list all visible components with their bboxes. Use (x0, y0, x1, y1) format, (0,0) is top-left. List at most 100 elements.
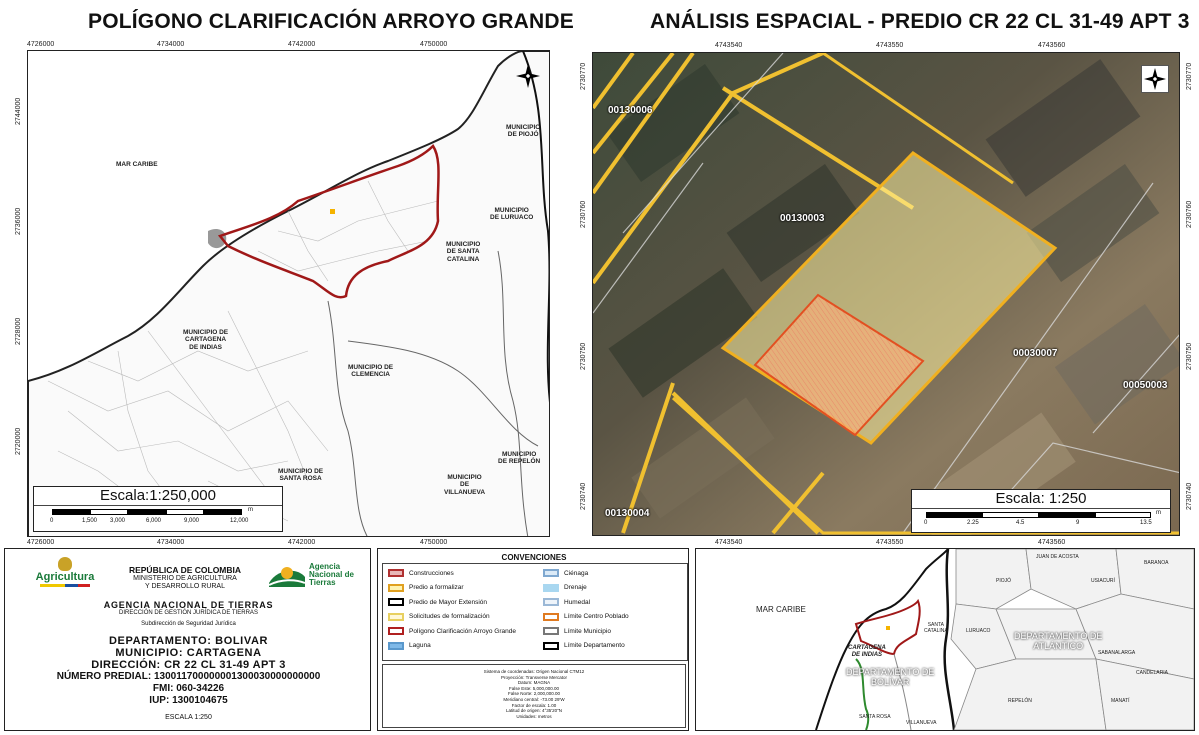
info-republica: REPÚBLICA DE COLOMBIA (128, 565, 242, 575)
ant-logo: Agencia Nacional de Tierras (267, 561, 367, 593)
right-scale-text: Escala: 1:250 (912, 490, 1170, 509)
info-iup: IUP: 1300104675 (149, 695, 228, 706)
legend-item: Predio de Mayor Extensión (388, 598, 487, 606)
predio-mayor-extension (671, 396, 1179, 535)
info-subdireccion: Subdirección de Seguridad Jurídica (141, 621, 236, 627)
locator-label: USIACURÍ (1091, 578, 1115, 584)
right-y-tick: 2730740 (1186, 482, 1193, 510)
legend-label: Límite Municipio (564, 627, 611, 635)
right-x-tick: 4743560 (1038, 42, 1066, 49)
label-villanueva: MUNICIPIO DE VILLANUEVA (444, 474, 486, 496)
left-scale-box: Escala:1:250,000 0 1,500 3,000 6,000 9,0… (33, 486, 283, 532)
locator-canvas (696, 549, 1194, 730)
legend-panel: CONVENCIONES Sistema de coordenadas: Ori… (377, 548, 689, 731)
left-map-canvas (28, 51, 549, 536)
legend-item: Drenaje (543, 583, 587, 592)
right-x-tick: 4743540 (715, 42, 743, 49)
locator-map[interactable]: MAR CARIBE JUAN DE ACOSTA BARANOA PIOJÓ … (695, 548, 1195, 731)
legend-item: Polígono Clarificación Arroyo Grande (388, 627, 516, 635)
locator-label: JUAN DE ACOSTA (1036, 554, 1079, 560)
right-y-tick: 2730770 (1186, 62, 1193, 90)
right-map-title: ANÁLISIS ESPACIAL - PREDIO CR 22 CL 31-4… (650, 10, 1190, 33)
locator-label: SANTA CATALINA (924, 622, 948, 634)
locator-label: REPELÓN (1008, 698, 1032, 704)
left-scale-mark: 3,000 (110, 518, 126, 524)
left-scale-mark: 6,000 (146, 518, 162, 524)
info-ministerio-2: Y DESARROLLO RURAL (144, 583, 225, 590)
legend-label: Drenaje (564, 584, 587, 591)
legend-label: Ciénaga (564, 569, 589, 577)
info-direccion: DIRECCIÓN: CR 22 CL 31-49 APT 3 (91, 659, 286, 671)
municipal-boundary (497, 250, 529, 536)
left-scale-unit: m (248, 507, 253, 513)
right-scale-mark: 13.5 (1140, 520, 1152, 526)
label-luruaco: MUNICIPIO DE LURUACO (490, 207, 534, 222)
legend-label: Predio a formalizar (409, 584, 464, 591)
legend-item: Construcciones (388, 569, 454, 577)
label-repelon: MUNICIPIO DE REPELÓN (498, 451, 541, 466)
right-scale-mark: 9 (1076, 520, 1080, 526)
locator-coast (815, 549, 949, 730)
legend-swatch (543, 641, 559, 650)
left-y-tick: 2720000 (15, 427, 22, 455)
parcel-label: 00130003 (780, 213, 825, 224)
locator-label: CANDELARIA (1136, 670, 1168, 676)
predio-marker (330, 209, 335, 214)
municipal-boundary (347, 340, 539, 447)
left-x-tick: 4742000 (288, 41, 316, 48)
agricultura-logo: Agricultura (35, 557, 95, 602)
left-scale-text: Escala:1:250,000 (34, 487, 282, 506)
legend-item: Solicitudes de formalización (388, 612, 490, 621)
legend-title: CONVENCIONES (501, 553, 567, 562)
urban-area (208, 229, 227, 249)
info-predial: NÚMERO PREDIAL: 130011700000001300030000… (56, 671, 321, 682)
info-municipio: MUNICIPIO: CARTAGENA (115, 647, 262, 659)
legend-label: Laguna (409, 642, 431, 649)
right-y-tick: 2730740 (580, 482, 587, 510)
right-scale-mark: 4.5 (1016, 520, 1025, 526)
legend-item: Límite Departamento (543, 641, 625, 650)
label-piojo: MUNICIPIO DE PIOJÓ (506, 124, 541, 139)
legend-swatch (543, 627, 559, 635)
legend-label: Polígono Clarificación Arroyo Grande (409, 627, 516, 635)
left-scale-mark: 9,000 (184, 518, 200, 524)
department-boundary (522, 51, 549, 403)
locator-label: PIOJÓ (996, 578, 1012, 584)
right-y-tick: 2730760 (580, 200, 587, 228)
north-arrow-right (1141, 65, 1169, 93)
legend-label: Solicitudes de formalización (409, 613, 490, 620)
left-scale-mark: 1,500 (82, 518, 98, 524)
locator-municipio-boundary (855, 658, 870, 730)
left-y-tick: 2744000 (15, 97, 22, 125)
right-x-tick: 4743550 (876, 42, 904, 49)
right-x-tick: 4743550 (876, 539, 904, 546)
legend-swatch (543, 583, 559, 592)
legend-item: Límite Centro Poblado (543, 612, 629, 621)
right-map-frame[interactable]: 00130006 00130003 00030007 00050003 0013… (592, 52, 1180, 536)
left-y-tick: 2728000 (15, 317, 22, 345)
legend-item: Humedal (543, 598, 590, 606)
left-x-tick: 4734000 (157, 41, 185, 48)
legend-swatch (388, 583, 404, 592)
legend-label: Predio de Mayor Extensión (409, 598, 488, 606)
parcel-label: 00130006 (608, 105, 653, 116)
parcel-label: 00050003 (1123, 380, 1168, 391)
left-scale-mark: 12,000 (230, 518, 249, 524)
right-scale-mark: 2.25 (967, 520, 979, 526)
left-scale-bar (52, 509, 242, 515)
legend-label: Límite Centro Poblado (564, 613, 629, 620)
left-y-tick: 2736000 (15, 207, 22, 235)
locator-polygon (854, 598, 921, 656)
right-scale-box: Escala: 1:250 0 2.25 4.5 9 13.5 m (911, 489, 1171, 533)
municipal-boundary (327, 300, 368, 536)
right-y-tick: 2730750 (1186, 342, 1193, 370)
right-y-tick: 2730750 (580, 342, 587, 370)
left-x-tick: 4742000 (288, 539, 316, 546)
legend-label: Límite Departamento (564, 642, 625, 649)
legend-swatch (388, 598, 404, 606)
right-y-tick: 2730770 (580, 62, 587, 90)
locator-label: DEPARTAMENTO DE ATLÁNTICO (1014, 631, 1103, 652)
info-fmi: FMI: 060-34226 (152, 683, 225, 694)
legend-swatch (543, 598, 559, 606)
left-map-frame[interactable]: MAR CARIBE MUNICIPIO DE PIOJÓ MUNICIPIO … (27, 50, 550, 537)
